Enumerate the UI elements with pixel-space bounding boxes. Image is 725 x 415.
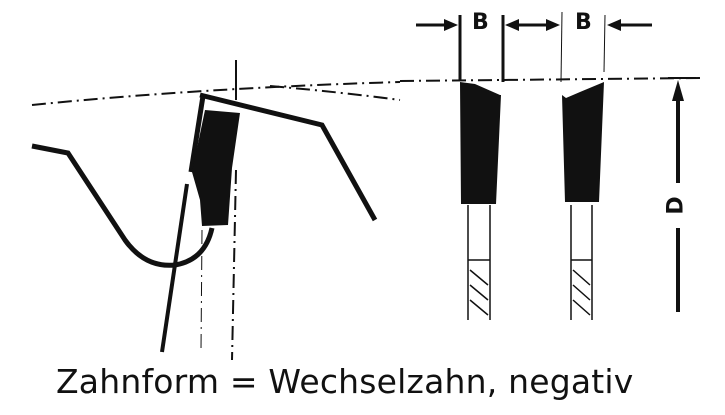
carbide-tip-left [460, 82, 501, 204]
arrow-d-top [672, 80, 684, 101]
rake-line [160, 183, 189, 353]
tip-circle-line-2 [269, 85, 401, 101]
tooth-face [188, 95, 206, 173]
width-label-right: B [575, 10, 592, 35]
centerline-vertical [231, 169, 237, 361]
arrow-b-mid-right [546, 19, 560, 31]
caption: Zahnform = Wechselzahn, negativ [56, 362, 634, 401]
blade-body-left [467, 205, 491, 320]
arrow-b-mid-left [505, 19, 519, 31]
width-label-left: B [472, 10, 489, 35]
tip-circle-line [31, 81, 401, 106]
diameter-label: D [663, 196, 689, 215]
arrow-b-left [444, 19, 458, 31]
carbide-tip-side [192, 110, 240, 226]
tooth-top-line [399, 77, 701, 82]
arrow-b-right [607, 19, 621, 31]
tooth-back [199, 92, 378, 222]
blade-body-right [570, 205, 593, 320]
carbide-tip-right [562, 82, 604, 202]
